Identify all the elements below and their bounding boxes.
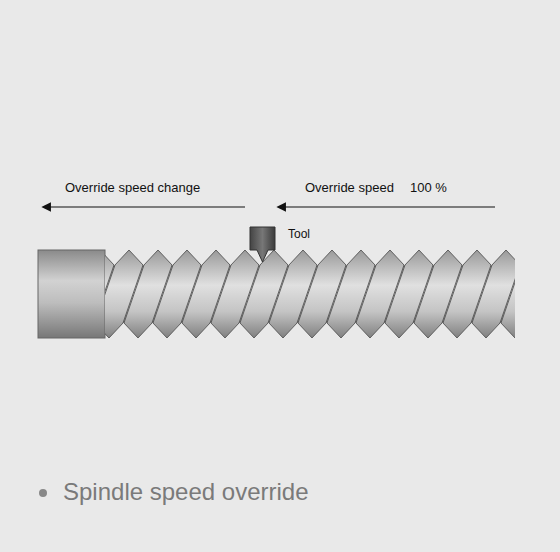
direction-arrow: [50, 206, 245, 207]
arrow-label: Override speed change: [65, 181, 200, 196]
bullet-dot: [39, 489, 47, 497]
screw-thread: [105, 250, 515, 338]
thread-tooth: [501, 250, 515, 338]
part-name: Tool: [288, 228, 310, 242]
direction-arrow: [285, 206, 495, 207]
shaft-end: [38, 250, 105, 338]
cutting-tool: [250, 227, 275, 262]
caption: Spindle speed override: [63, 478, 309, 506]
speed-value: 100 %: [410, 181, 447, 196]
arrow-label: Override speed: [305, 181, 394, 196]
